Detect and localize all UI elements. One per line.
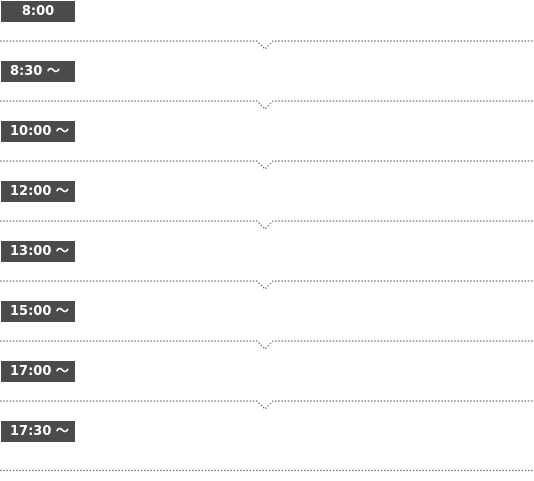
schedule-entry: 17:30 〜 xyxy=(0,421,534,481)
divider-arrow xyxy=(0,94,534,110)
time-badge: 8:00 xyxy=(1,1,75,22)
divider-arrow xyxy=(0,154,534,170)
time-badge: 17:30 〜 xyxy=(1,421,75,442)
time-badge: 10:00 〜 xyxy=(1,121,75,142)
time-badge: 15:00 〜 xyxy=(1,301,75,322)
schedule-entry: 12:00 〜 xyxy=(0,181,534,241)
divider-arrow xyxy=(0,334,534,350)
time-badge: 17:00 〜 xyxy=(1,361,75,382)
schedule-entry: 10:00 〜 xyxy=(0,121,534,181)
schedule-entry: 8:30 〜 xyxy=(0,61,534,121)
time-badge: 13:00 〜 xyxy=(1,241,75,262)
schedule-entry: 8:00 xyxy=(0,1,534,61)
time-badge: 12:00 〜 xyxy=(1,181,75,202)
schedule-entry: 13:00 〜 xyxy=(0,241,534,301)
divider-arrow xyxy=(0,394,534,410)
time-badge: 8:30 〜 xyxy=(1,61,75,82)
divider-arrow xyxy=(0,274,534,290)
schedule-timeline: 8:00 8:30 〜 10:00 〜 12:00 〜 13:00 〜 xyxy=(0,1,534,472)
schedule-entry: 15:00 〜 xyxy=(0,301,534,361)
divider-arrow xyxy=(0,34,534,50)
schedule-entry: 17:00 〜 xyxy=(0,361,534,421)
divider-arrow xyxy=(0,214,534,230)
